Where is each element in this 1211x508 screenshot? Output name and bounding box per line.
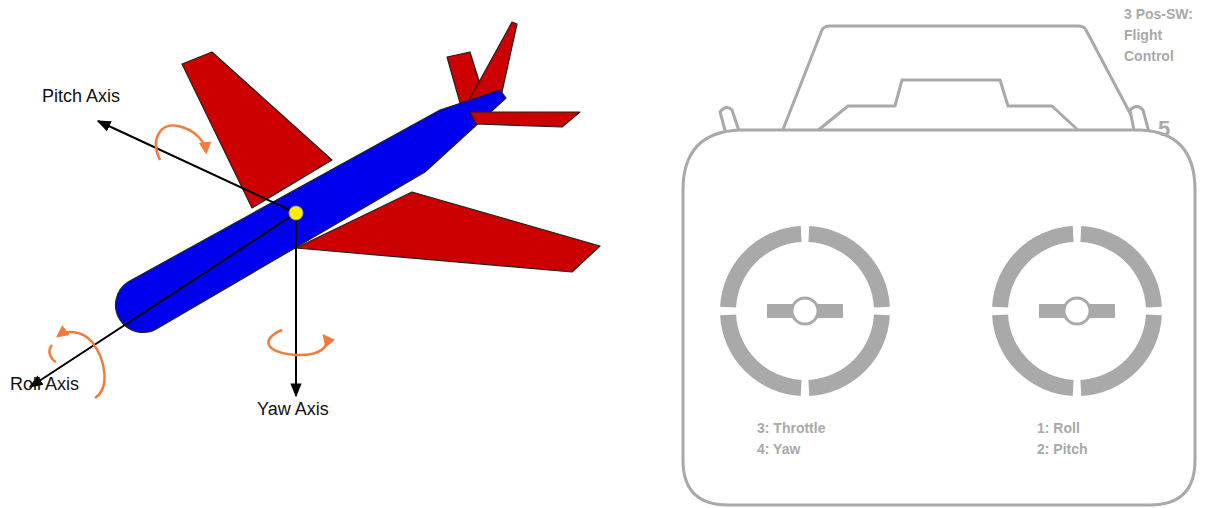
pitch-axis-line: [98, 121, 296, 213]
switch-label: 3 Pos-SW: Flight Control: [1124, 4, 1194, 67]
gimbal-ring-segment: [808, 314, 889, 395]
axis-label: Yaw Axis: [257, 399, 329, 420]
channel-label: 4: Yaw: [757, 439, 800, 460]
channel-number: 5: [1158, 116, 1170, 142]
axes: [30, 121, 296, 396]
channel-label: 2: Pitch: [1037, 439, 1088, 460]
axis-label: Roll Axis: [10, 374, 79, 395]
channel-label: 3: Throttle: [757, 418, 825, 439]
gimbal-ring-segment: [808, 226, 889, 307]
rotation-arrows: [49, 125, 326, 398]
gimbal-ring-segment: [992, 314, 1073, 395]
stick-knob: [1064, 298, 1090, 324]
channel-label: 1: Roll: [1037, 418, 1080, 439]
left-stick: [720, 226, 890, 396]
roll-rotation-arrow-tail: [49, 345, 56, 362]
right-stabilizer: [470, 112, 580, 127]
center-of-gravity: [289, 206, 303, 220]
roll-axis-line: [30, 213, 296, 387]
transmitter: [683, 26, 1195, 505]
yaw-axis-line: [295, 213, 297, 396]
airplane: [116, 22, 600, 332]
yaw-rotation-arrow: [268, 330, 326, 355]
transmitter-body: [683, 130, 1195, 505]
axis-label: Pitch Axis: [42, 86, 120, 107]
vertical-fin: [468, 22, 517, 102]
handle-outer: [782, 26, 1140, 132]
handle-inner: [816, 80, 1080, 132]
right-wing: [296, 192, 600, 272]
gimbal-ring-segment: [992, 226, 1073, 307]
gimbal-ring-segment: [1080, 314, 1161, 395]
gimbal-ring-segment: [720, 226, 801, 307]
stick-knob: [792, 298, 818, 324]
pitch-rotation-arrow: [156, 125, 206, 160]
right-stick: [992, 226, 1162, 396]
gimbals: [720, 226, 1162, 396]
gimbal-ring-segment: [1080, 226, 1161, 307]
gimbal-ring-segment: [720, 314, 801, 395]
